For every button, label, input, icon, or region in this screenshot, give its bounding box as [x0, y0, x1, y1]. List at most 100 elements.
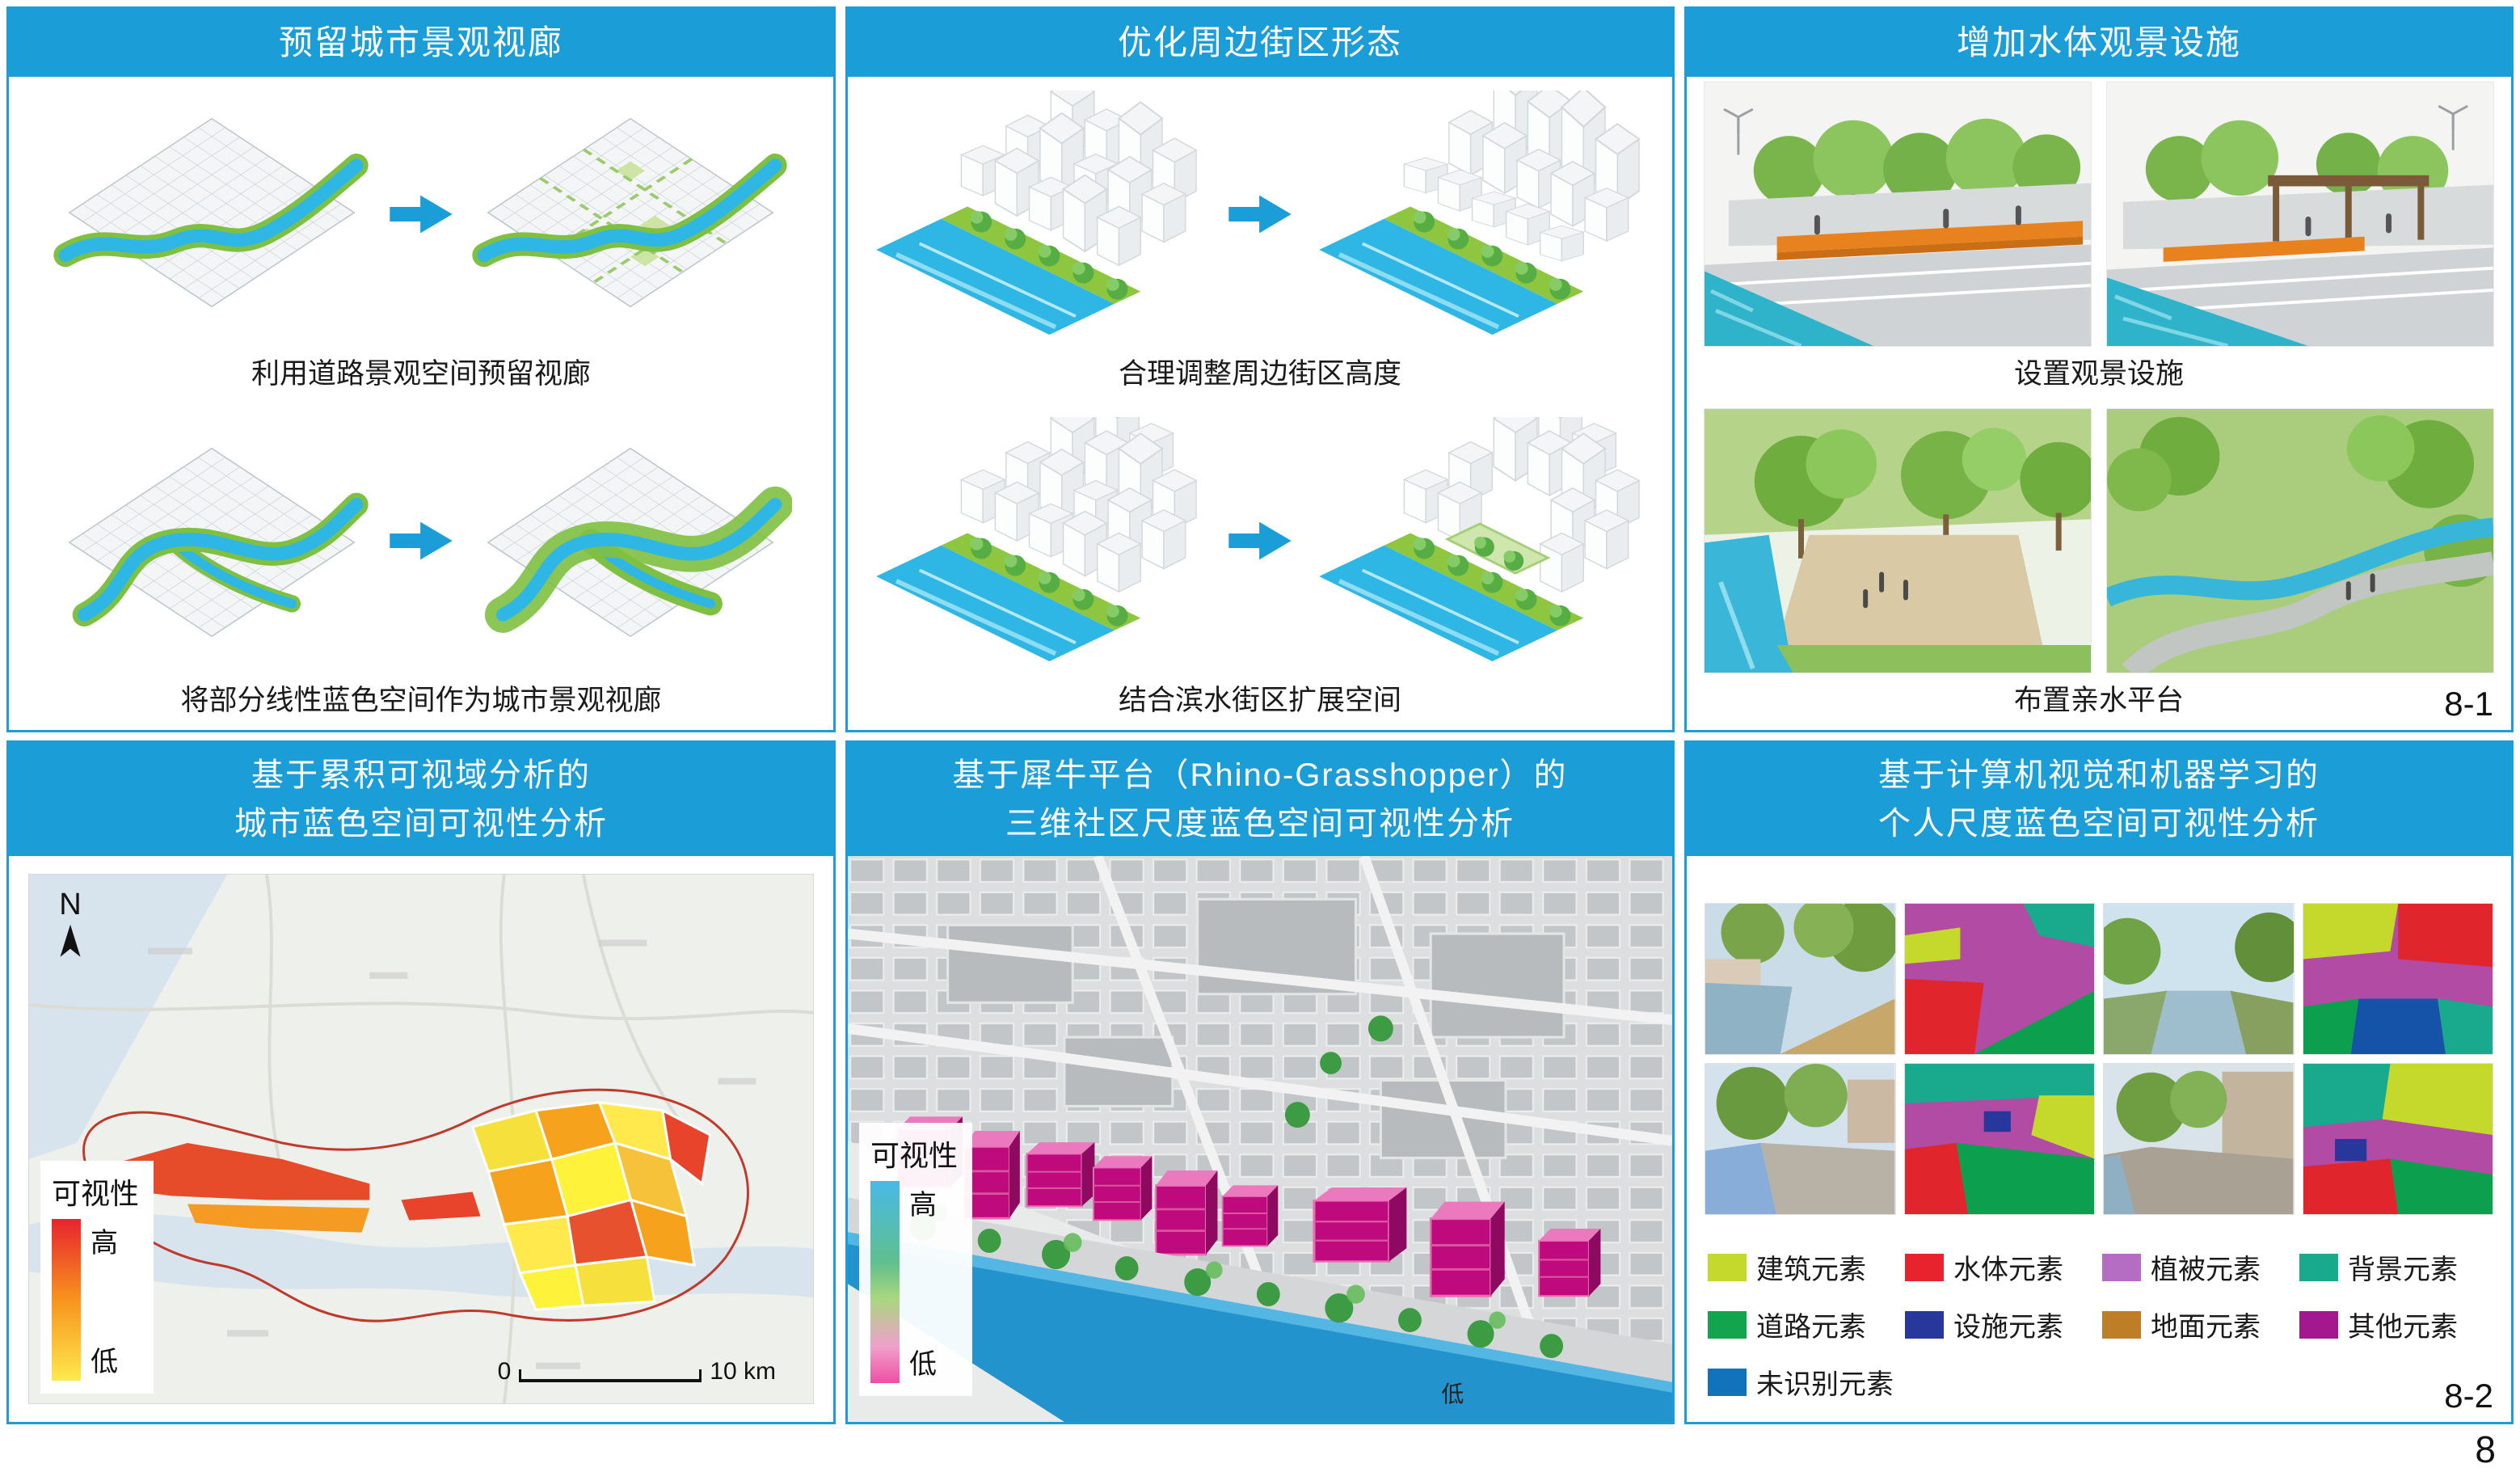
tree-canopy [1753, 118, 2081, 205]
top-col1-header-text: 预留城市景观视廊 [278, 23, 563, 61]
legend-low: 低 [91, 1347, 118, 1377]
street-photo-2-image [2104, 904, 2294, 1054]
legend-swatch [2102, 1253, 2141, 1281]
figure-label-8-1: 8-1 [2444, 685, 2493, 723]
top-column-block-form: 优化周边街区形态 [845, 6, 1675, 732]
map-scalebar: 0 10 km [498, 1358, 776, 1386]
river-path [58, 158, 364, 262]
legend-high: 高 [909, 1190, 937, 1221]
blocks-diagram-after [1308, 90, 1641, 338]
figure-label-8-2: 8-2 [2444, 1377, 2493, 1415]
water-edge [1705, 534, 1793, 673]
visibility-gradient-bar [870, 1181, 900, 1383]
caption-road-corridor: 利用道路景观空间预留视廊 [251, 358, 591, 390]
pergola [2268, 175, 2429, 186]
legend-label: 背景元素 [2348, 1255, 2458, 1285]
legend-label: 其他元素 [2348, 1312, 2458, 1343]
bottom-col2-header-line1: 基于犀牛平台（Rhino-Grasshopper）的 [952, 757, 1568, 793]
top-col3-body: 设置观景设施 [1687, 77, 2511, 730]
3d-model-image [848, 856, 1672, 1422]
corridor-row-1 [9, 77, 833, 351]
legend-item-building: 建筑元素 [1708, 1247, 1898, 1287]
model-inline-low-label: 低 [1441, 1381, 1464, 1407]
legend-swatch [1905, 1310, 1944, 1339]
port-high-visibility [100, 1143, 370, 1200]
legend-swatch [1708, 1310, 1747, 1339]
street-photo-4 [2103, 1063, 2295, 1215]
page-number: 8 [2475, 1428, 2496, 1470]
stream [2107, 517, 2493, 606]
people [1814, 205, 2021, 234]
legend-swatch [2102, 1310, 2141, 1339]
sand-plaza [1776, 534, 2043, 645]
bottom-column-viewshed: 基于累积可视域分析的 城市蓝色空间可视性分析 [6, 740, 836, 1424]
orange-bench [2163, 236, 2365, 262]
3d-visibility-model: 可视性 高 低 低 [848, 856, 1672, 1422]
north-label: N [59, 888, 82, 922]
model-visibility-legend: 可视性 高 低 [859, 1123, 973, 1396]
segmentation-map-2-image [2303, 904, 2493, 1054]
basemap-label-hints [147, 939, 756, 1369]
block-extend-row [848, 403, 1672, 677]
blocks-diagram-before [865, 90, 1197, 338]
viewshed-map: N 可视性 高 低 0 10 km [28, 874, 814, 1404]
caption-viewing-facilities: 设置观景设施 [2013, 358, 2184, 390]
street-photo-4-image [2104, 1064, 2294, 1214]
legend-label: 水体元素 [1953, 1255, 2063, 1285]
arrow-right-icon [390, 521, 453, 559]
corridor-row-2 [9, 403, 833, 677]
water-edge [1705, 271, 1874, 346]
bottom-col1-header-line1: 基于累积可视域分析的 [251, 757, 591, 793]
legend-swatch [1708, 1253, 1747, 1281]
legend-low: 低 [909, 1349, 937, 1380]
street-photo-2 [2103, 903, 2295, 1055]
street-photo-1-image [1705, 904, 1895, 1054]
grid-river-fork-after [484, 447, 792, 637]
people [2305, 213, 2392, 236]
viewshed-map-image [29, 875, 813, 1403]
legend-swatch [2299, 1310, 2338, 1339]
facility-render-row-2 [1687, 403, 2511, 677]
panel-8-2: 基于累积可视域分析的 城市蓝色空间可视性分析 [6, 740, 2514, 1424]
grid-river-diagram-after [472, 117, 787, 307]
blocks-plaza-after [1308, 416, 1640, 664]
arrow-right-icon [390, 195, 453, 233]
caption-hydrophilic-platform: 布置亲水平台 [2013, 685, 2184, 716]
bottom-col1-header-line2: 城市蓝色空间可视性分析 [234, 806, 608, 841]
legend-swatch [2299, 1253, 2338, 1281]
bottom-col2-body: 可视性 高 低 低 [848, 856, 1672, 1422]
segmentation-legend: 建筑元素 水体元素 植被元素 背景元素 道路元素 [1705, 1247, 2493, 1402]
caption-adjust-height: 合理调整周边街区高度 [1118, 358, 1401, 390]
legend-item-facility: 设施元素 [1905, 1305, 2096, 1344]
top-column-viewing-facilities: 增加水体观景设施 [1684, 6, 2514, 732]
legend-item-vegetation: 植被元素 [2102, 1247, 2293, 1287]
legend-label: 未识别元素 [1756, 1369, 1894, 1400]
wind-turbine-icon [1723, 108, 1754, 155]
segmentation-map-2 [2302, 903, 2493, 1055]
caption-blue-corridor: 将部分线性蓝色空间作为城市景观视廊 [180, 685, 662, 716]
stream-path-render [2106, 407, 2494, 673]
scale-max: 10 km [710, 1358, 776, 1385]
legend-label: 设施元素 [1953, 1312, 2063, 1343]
bottom-col3-header-line2: 个人尺度蓝色空间可视性分析 [1878, 806, 2320, 841]
caption-extend-space: 结合滨水街区扩展空间 [1118, 685, 1401, 716]
map-visibility-legend: 可视性 高 低 [40, 1161, 154, 1394]
top-col1-body: 利用道路景观空间预留视廊 [9, 77, 833, 730]
legend-item-ground: 地面元素 [2102, 1305, 2293, 1344]
legend-item-background: 背景元素 [2299, 1247, 2490, 1287]
tree-canopy [1754, 427, 2091, 527]
blocks-dense-before [865, 416, 1197, 664]
bottom-col2-header: 基于犀牛平台（Rhino-Grasshopper）的 三维社区尺度蓝色空间可视性… [848, 743, 1672, 856]
people [1863, 571, 1908, 608]
municipal-boundary [82, 1088, 749, 1322]
legend-item-other: 其他元素 [2299, 1305, 2490, 1344]
orange-bench [1776, 220, 2084, 252]
top-col2-body: 合理调整周边街区高度 [848, 77, 1672, 730]
walking-path [2122, 550, 2493, 673]
street-photo-1 [1705, 903, 1896, 1055]
large-blocks [946, 897, 1566, 1160]
wind-turbine-icon [2438, 104, 2468, 150]
legend-title: 可视性 [52, 1177, 140, 1210]
segmentation-map-4-image [2303, 1064, 2493, 1214]
legend-item-water: 水体元素 [1905, 1247, 2096, 1287]
